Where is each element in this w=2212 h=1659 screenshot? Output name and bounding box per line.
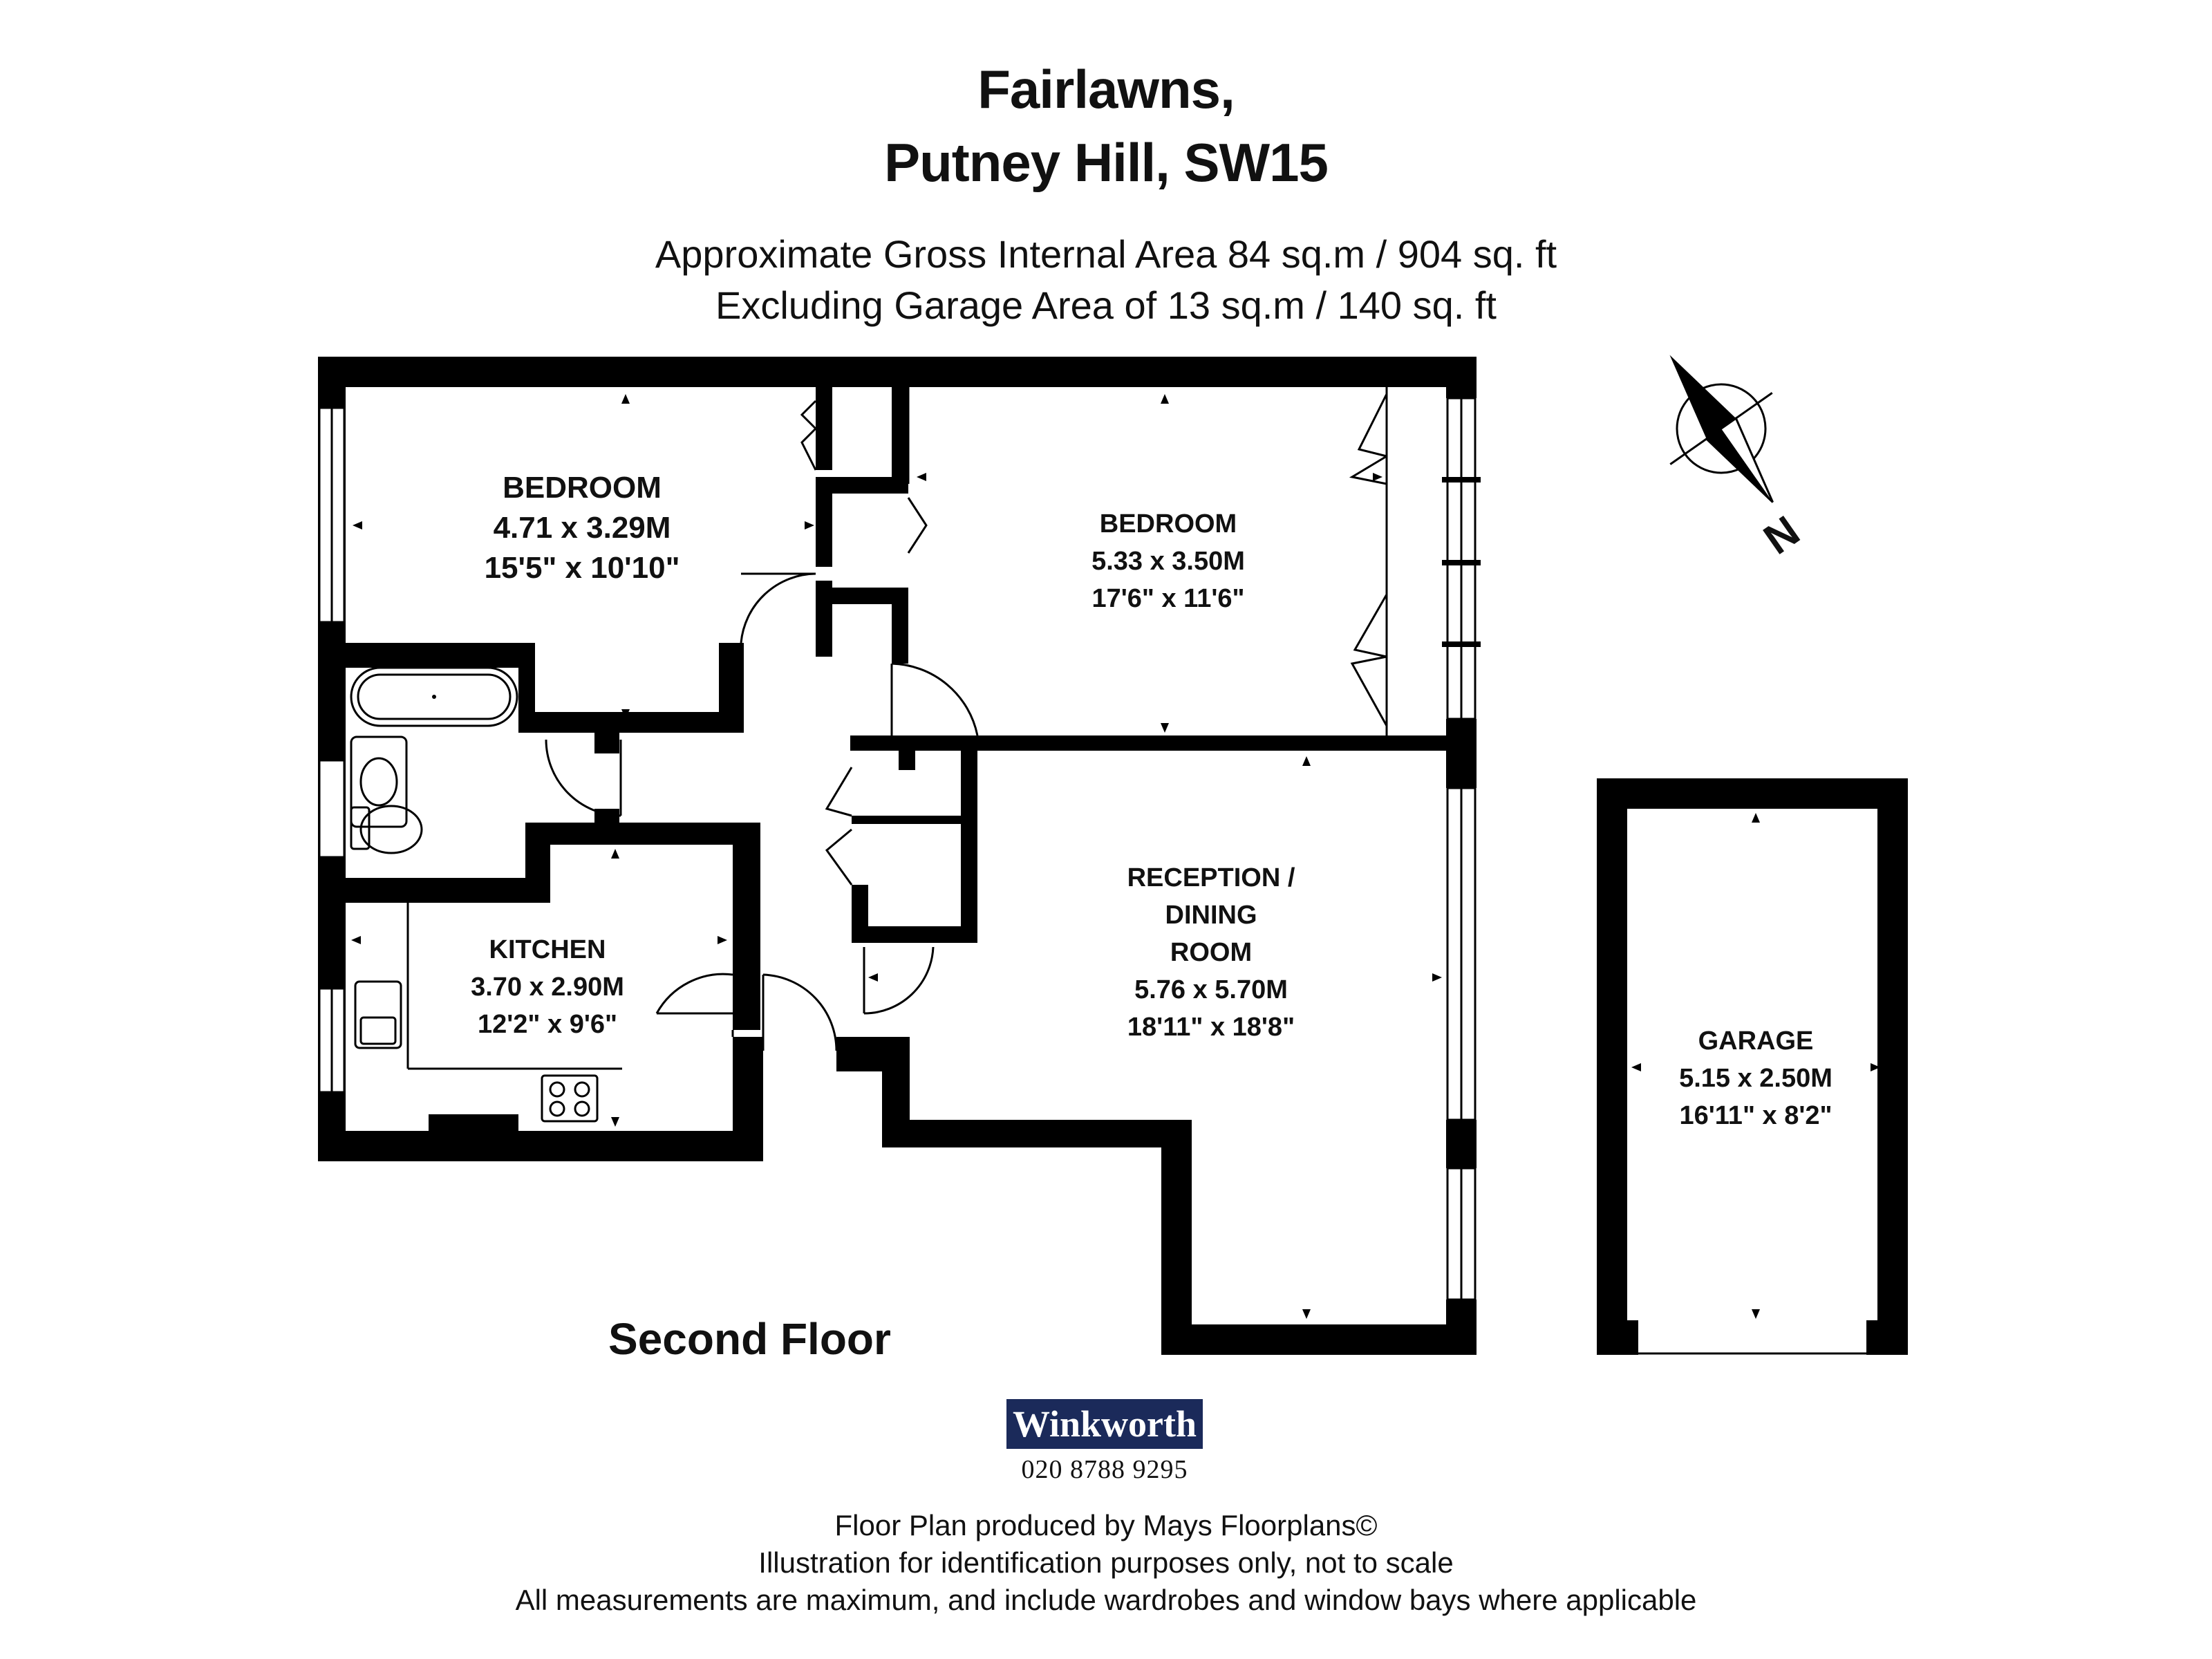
- footer-line-2: Illustration for identification purposes…: [758, 1546, 1454, 1579]
- room-garage: GARAGE 5.15 x 2.50M 16'11" x 8'2": [1679, 1027, 1833, 1130]
- bathroom-fixtures: [350, 666, 518, 854]
- bedroom-2-imperial: 17'6" x 11'6": [1091, 584, 1244, 613]
- reception-name-1: RECEPTION /: [1127, 863, 1295, 892]
- garage-metric: 5.15 x 2.50M: [1679, 1064, 1833, 1093]
- title-line-2: Putney Hill, SW15: [884, 132, 1329, 193]
- reception-name-3: ROOM: [1170, 938, 1252, 967]
- kitchen-imperial: 12'2" x 9'6": [478, 1010, 617, 1039]
- footer-line-3: All measurements are maximum, and includ…: [515, 1584, 1697, 1616]
- garage-name: GARAGE: [1698, 1027, 1814, 1056]
- bedroom-1-metric: 4.71 x 3.29M: [494, 511, 671, 545]
- agent-logo: Winkworth: [1006, 1399, 1203, 1449]
- garage-imperial: 16'11" x 8'2": [1679, 1101, 1832, 1130]
- bedroom-1-imperial: 15'5" x 10'10": [485, 551, 680, 585]
- outer-walls: [318, 357, 1477, 1355]
- interior-walls: [346, 387, 1477, 1030]
- reception-name-2: DINING: [1165, 901, 1257, 930]
- footer-line-1: Floor Plan produced by Mays Floorplans©: [834, 1509, 1378, 1541]
- dimension-arrows: [351, 394, 1880, 1319]
- room-kitchen: KITCHEN 3.70 x 2.90M 12'2" x 9'6": [471, 935, 624, 1039]
- bedroom-2-metric: 5.33 x 3.50M: [1091, 547, 1245, 576]
- area-line-1: Approximate Gross Internal Area 84 sq.m …: [655, 232, 1557, 276]
- reception-imperial: 18'11" x 18'8": [1127, 1013, 1295, 1042]
- title-line-1: Fairlawns,: [977, 59, 1235, 120]
- agent-phone: 020 8788 9295: [1021, 1455, 1188, 1484]
- bedroom-2-name: BEDROOM: [1100, 509, 1237, 538]
- wardrobe: [1349, 387, 1388, 735]
- compass: [1669, 355, 1774, 503]
- windows: [318, 397, 1481, 1301]
- compass-north-label: N: [1756, 507, 1808, 563]
- garage-walls: [1597, 778, 1908, 1355]
- room-bedroom-1: BEDROOM 4.71 x 3.29M 15'5" x 10'10": [485, 471, 680, 585]
- bedroom-1-name: BEDROOM: [503, 471, 662, 505]
- floor-name: Second Floor: [608, 1314, 891, 1364]
- doors: [545, 400, 979, 1051]
- area-line-2: Excluding Garage Area of 13 sq.m / 140 s…: [715, 283, 1497, 327]
- room-bedroom-2: BEDROOM 5.33 x 3.50M 17'6" x 11'6": [1091, 509, 1245, 613]
- reception-metric: 5.76 x 5.70M: [1134, 975, 1288, 1004]
- kitchen-name: KITCHEN: [489, 935, 606, 964]
- kitchen-metric: 3.70 x 2.90M: [471, 973, 624, 1002]
- kitchen-fixtures: [354, 903, 734, 1123]
- room-reception: RECEPTION / DINING ROOM 5.76 x 5.70M 18'…: [1127, 863, 1295, 1042]
